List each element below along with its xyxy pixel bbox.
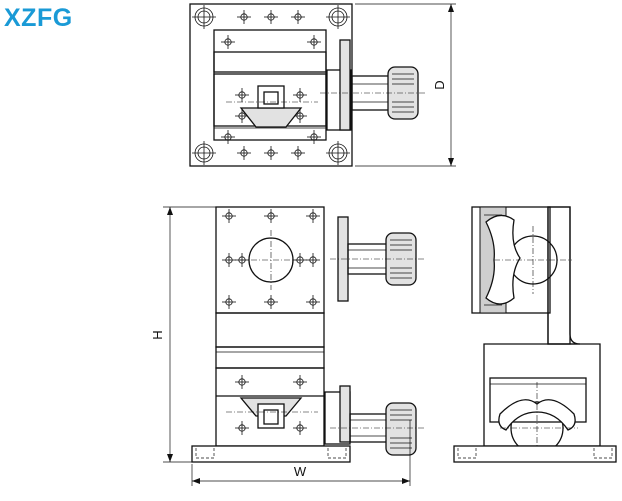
- side-view: [453, 206, 617, 463]
- top-view: D: [189, 3, 456, 167]
- dimension-label-h: H: [150, 330, 165, 339]
- side-view-base-plate: [453, 445, 617, 463]
- model-title: XZFG: [4, 4, 73, 32]
- front-view-lower-knob-icon: [385, 402, 417, 456]
- front-view: H W: [150, 206, 425, 486]
- dimension-label-d: D: [432, 80, 447, 89]
- cbore-hole-icon: [191, 4, 217, 30]
- front-view-base-plate: [191, 445, 351, 463]
- dimension-label-w: W: [294, 464, 307, 479]
